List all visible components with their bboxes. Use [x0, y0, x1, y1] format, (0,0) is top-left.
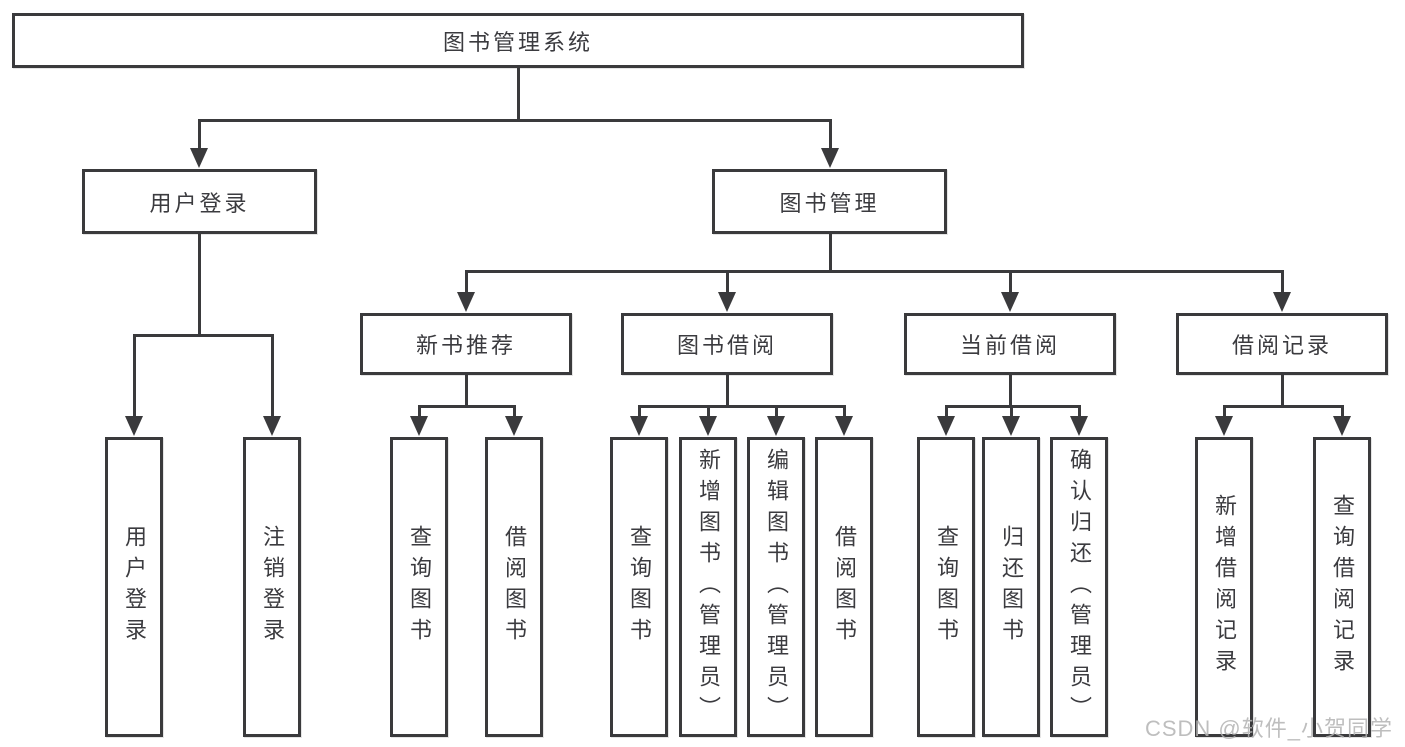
- connector-vline: [1008, 374, 1012, 408]
- connector-vline: [1280, 374, 1284, 408]
- arrow-down-icon: [1070, 416, 1088, 436]
- connector-arrow-stem: [706, 406, 710, 422]
- arrow-down-icon: [125, 416, 143, 436]
- connector-arrow-stem: [774, 406, 778, 422]
- node-book-borrowing: 图书借阅: [621, 313, 833, 375]
- leaf-logout: 注销登录: [243, 437, 301, 737]
- connector-arrow-stem: [417, 406, 421, 422]
- leaf-query-books-recommend: 查询图书: [390, 437, 448, 737]
- leaf-return-book: 归还图书: [982, 437, 1040, 737]
- arrow-down-icon: [190, 148, 208, 168]
- connector-hline: [417, 404, 516, 408]
- arrow-down-icon: [1001, 292, 1019, 312]
- connector-arrow-stem: [1340, 406, 1344, 422]
- arrow-down-icon: [821, 148, 839, 168]
- leaf-query-books-current: 查询图书: [917, 437, 975, 737]
- leaf-borrow-books-recommend: 借阅图书: [485, 437, 543, 737]
- node-library-management-system: 图书管理系统: [12, 13, 1024, 68]
- leaf-edit-book-admin: 编辑图书（管理员）: [747, 437, 805, 737]
- node-borrowing-records: 借阅记录: [1176, 313, 1388, 375]
- arrow-down-icon: [699, 416, 717, 436]
- connector-arrow-stem: [1009, 406, 1013, 422]
- node-new-book-recommend: 新书推荐: [360, 313, 572, 375]
- arrow-down-icon: [1002, 416, 1020, 436]
- connector-vline: [197, 233, 201, 337]
- arrow-down-icon: [505, 416, 523, 436]
- connector-hline: [132, 333, 274, 337]
- connector-hline: [637, 404, 846, 408]
- arrow-down-icon: [457, 292, 475, 312]
- leaf-query-borrow-record: 查询借阅记录: [1313, 437, 1371, 737]
- connector-arrow-stem: [1008, 271, 1012, 298]
- connector-vline: [828, 233, 832, 273]
- connector-arrow-stem: [1077, 406, 1081, 422]
- connector-hline: [944, 404, 1081, 408]
- leaf-user-login: 用户登录: [105, 437, 163, 737]
- connector-hline: [1222, 404, 1344, 408]
- connector-vline: [725, 374, 729, 408]
- leaf-add-book-admin: 新增图书（管理员）: [679, 437, 737, 737]
- connector-arrow-stem: [828, 120, 832, 154]
- connector-arrow-stem: [512, 406, 516, 422]
- node-current-borrowing: 当前借阅: [904, 313, 1116, 375]
- node-book-management: 图书管理: [712, 169, 947, 234]
- connector-arrow-stem: [842, 406, 846, 422]
- connector-vline: [516, 67, 520, 122]
- connector-arrow-stem: [464, 271, 468, 298]
- leaf-confirm-return-admin: 确认归还（管理员）: [1050, 437, 1108, 737]
- arrow-down-icon: [630, 416, 648, 436]
- connector-arrow-stem: [1280, 271, 1284, 298]
- connector-arrow-stem: [132, 335, 136, 422]
- arrow-down-icon: [835, 416, 853, 436]
- arrow-down-icon: [937, 416, 955, 436]
- arrow-down-icon: [718, 292, 736, 312]
- connector-arrow-stem: [637, 406, 641, 422]
- connector-vline: [464, 374, 468, 408]
- arrow-down-icon: [767, 416, 785, 436]
- leaf-query-books-borrow: 查询图书: [610, 437, 668, 737]
- connector-arrow-stem: [725, 271, 729, 298]
- connector-arrow-stem: [1222, 406, 1226, 422]
- leaf-borrow-books: 借阅图书: [815, 437, 873, 737]
- arrow-down-icon: [410, 416, 428, 436]
- arrow-down-icon: [1215, 416, 1233, 436]
- watermark: CSDN @软件_小贺同学: [1144, 716, 1393, 741]
- arrow-down-icon: [1333, 416, 1351, 436]
- arrow-down-icon: [263, 416, 281, 436]
- connector-arrow-stem: [270, 335, 274, 422]
- connector-hline: [464, 269, 1284, 273]
- node-user-login: 用户登录: [82, 169, 317, 234]
- connector-arrow-stem: [197, 120, 201, 154]
- leaf-add-borrow-record: 新增借阅记录: [1195, 437, 1253, 737]
- connector-arrow-stem: [944, 406, 948, 422]
- arrow-down-icon: [1273, 292, 1291, 312]
- connector-hline: [197, 118, 832, 122]
